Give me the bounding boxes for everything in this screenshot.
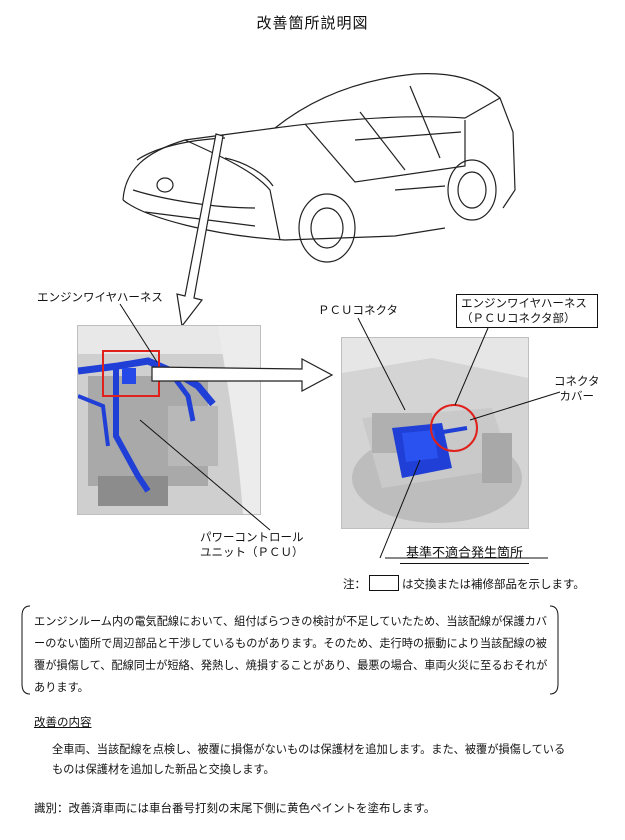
label-harness-pcu-connector: エンジンワイヤハーネス （ＰＣＵコネクタ部） xyxy=(456,294,598,328)
label-connector-cover-line1: コネクタ xyxy=(554,374,600,388)
label-harness-pcu-line1: エンジンワイヤハーネス xyxy=(461,296,587,310)
legend-note-prefix: 注： xyxy=(343,577,366,591)
leader-lines xyxy=(119,303,561,559)
arrow-engine-to-pcu xyxy=(151,358,334,392)
label-pcu-line1: パワーコントロール xyxy=(200,530,304,544)
label-harness-pcu-line2: （ＰＣＵコネクタ部） xyxy=(461,311,576,325)
identification-note: 識別：改善済車両には車台番号打刻の末尾下側に黄色ペイントを塗布します。 xyxy=(34,801,436,815)
legend-note: 注： は交換または補修部品を示します。 xyxy=(343,575,585,592)
label-pcu-line2: ユニット（ＰＣＵ） xyxy=(200,545,304,559)
label-nonconformity-location: 基準不適合発生箇所 xyxy=(400,542,530,564)
pcu-connector-photo xyxy=(341,337,529,529)
label-power-control-unit: パワーコントロール ユニット（ＰＣＵ） xyxy=(200,530,304,560)
legend-note-text: は交換または補修部品を示します。 xyxy=(402,577,585,591)
arrow-car-to-engine xyxy=(176,133,224,328)
label-engine-wire-harness: エンジンワイヤハーネス xyxy=(37,290,163,304)
label-connector-cover-line2: カバー xyxy=(559,389,595,403)
page-title: 改善箇所説明図 xyxy=(256,14,369,32)
label-connector-cover: コネクタ カバー xyxy=(554,374,600,404)
improvement-heading: 改善の内容 xyxy=(34,715,92,729)
legend-key-box xyxy=(369,575,399,591)
engine-room-photo xyxy=(77,325,261,515)
label-pcu-connector: ＰＣＵコネクタ xyxy=(318,303,399,317)
description-bracket xyxy=(21,605,559,695)
defect-description: エンジンルーム内の電気配線において、組付ばらつきの検討が不足していたため、当該配… xyxy=(34,615,548,694)
improvement-body: 全車両、当該配線を点検し、被覆に損傷がないものは保護材を追加します。また、被覆が… xyxy=(52,743,566,776)
